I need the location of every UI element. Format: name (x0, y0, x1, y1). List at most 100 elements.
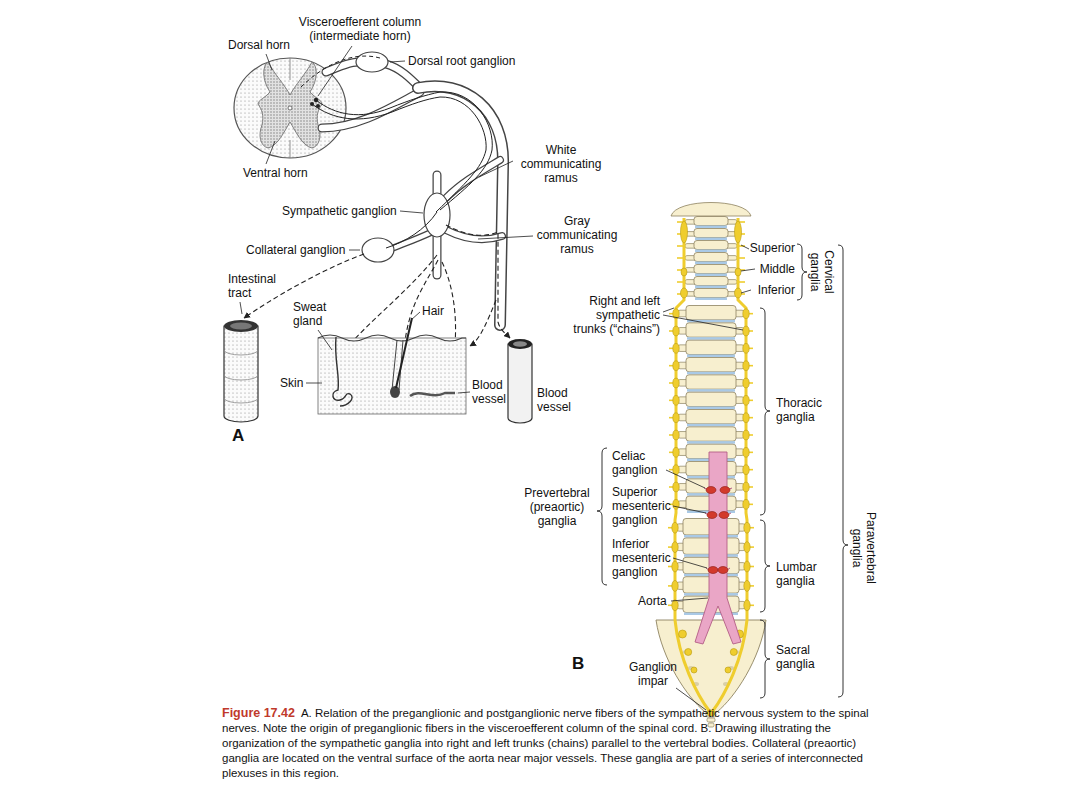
paravertebral-ganglion (743, 413, 749, 423)
structure-label: Blood vessel (472, 378, 517, 406)
structure-label: Visceroefferent column (intermediate hor… (290, 15, 430, 43)
structure-label: Right and left sympathetic trunks (“chai… (562, 294, 660, 336)
structure-label: Collateral ganglion (246, 243, 345, 257)
structure-label: Sympathetic ganglion (282, 204, 397, 218)
skull-base (671, 203, 751, 217)
ganglia (356, 52, 450, 262)
structure-label: Ganglion impar (622, 660, 684, 688)
paravertebral-ganglion (673, 361, 679, 371)
intervertebral-disc (687, 424, 735, 427)
structure-label: Celiac ganglion (612, 449, 672, 477)
structure-label: White communicating ramus (516, 143, 606, 185)
group-label: Sacral ganglia (776, 643, 832, 671)
structure-label: Intestinal tract (228, 272, 290, 300)
vertebral-body (686, 358, 736, 372)
structure-label: Dorsal horn (228, 38, 290, 52)
structure-label: Gray communicating ramus (532, 214, 622, 256)
structure-label: Inferior mesenteric ganglion (612, 537, 674, 579)
paravertebral-ganglion (744, 522, 750, 533)
cervical-ganglion (735, 221, 742, 243)
paravertebral-ganglion (743, 326, 749, 336)
paravertebral-ganglion (673, 395, 679, 405)
paravertebral-ganglion (672, 600, 678, 611)
structure-label: Blood vessel (537, 386, 582, 414)
vertebral-body (686, 392, 736, 406)
intervertebral-disc (687, 355, 735, 358)
paravertebral-ganglion (743, 430, 749, 440)
structure-label: Hair (422, 304, 444, 318)
leader-lines (240, 46, 533, 393)
intestine-cylinder (224, 320, 258, 422)
paravertebral-ganglion (743, 395, 749, 405)
vertebral-body (686, 340, 736, 354)
structure-label: Aorta (638, 594, 667, 608)
vertebral-body (694, 241, 728, 250)
paravertebral-ganglion (743, 361, 749, 371)
paravertebral-ganglion (672, 522, 678, 533)
paravertebral-ganglion (673, 413, 679, 423)
structure-label: Superior mesenteric ganglion (612, 485, 674, 527)
blood-vessel-cylinder (508, 339, 532, 423)
intervertebral-disc (687, 337, 735, 340)
vertebral-body (694, 229, 728, 238)
structure-label: Ventral horn (243, 166, 308, 180)
vertebral-body (694, 253, 728, 262)
vertebral-body (686, 410, 736, 424)
prevertebral-ganglion (718, 567, 728, 574)
vertebral-body (694, 277, 728, 286)
paravertebral-ganglion (673, 430, 679, 440)
paravertebral-ganglion (744, 561, 750, 572)
intervertebral-disc (695, 286, 727, 289)
paravertebral-ganglion (673, 378, 679, 388)
vertebral-body (686, 375, 736, 389)
intervertebral-disc (687, 389, 735, 392)
sacral-ganglion (725, 667, 731, 673)
caption-text: A. Relation of the preganglionic and pos… (222, 707, 869, 779)
vertebral-body (686, 306, 736, 320)
group-label: Paravertebral ganglia (850, 507, 878, 589)
intervertebral-disc (695, 250, 727, 253)
intervertebral-disc (687, 372, 735, 375)
group-label: Prevertebral (preaortic) ganglia (520, 486, 594, 528)
paravertebral-ganglion (673, 447, 679, 457)
prevertebral-ganglion (708, 567, 718, 574)
group-label: Cervical ganglia (808, 246, 836, 298)
paravertebral-ganglion (743, 343, 749, 353)
leader-lines (663, 245, 755, 710)
cervical-ganglion (735, 268, 741, 276)
vertebral-body (686, 323, 736, 337)
panel-letter: B (572, 654, 584, 674)
paravertebral-ganglion (673, 343, 679, 353)
intervertebral-disc (695, 238, 727, 241)
paravertebral-ganglion (744, 580, 750, 591)
paravertebral-ganglion (672, 580, 678, 591)
figure-number: Figure 17.42 (222, 706, 295, 720)
nerve-trunks (322, 62, 503, 325)
figure-caption-block: Figure 17.42A. Relation of the pregangli… (222, 706, 890, 781)
prevertebral-ganglion (719, 512, 729, 519)
paravertebral-ganglion (743, 309, 749, 319)
paravertebral-ganglion (743, 465, 749, 475)
prevertebral-ganglion (706, 487, 716, 494)
vertebral-body (694, 217, 728, 226)
paravertebral-ganglion (672, 542, 678, 553)
paravertebral-ganglion (743, 378, 749, 388)
paravertebral-ganglion (673, 326, 679, 336)
intervertebral-disc (695, 262, 727, 265)
intervertebral-disc (687, 407, 735, 410)
cervical-ganglion (681, 268, 687, 276)
paravertebral-ganglion (672, 561, 678, 572)
paravertebral-ganglion (673, 499, 679, 509)
paravertebral-ganglion (673, 465, 679, 475)
vertebral-body (694, 289, 728, 298)
structure-label: Sweat gland (293, 300, 341, 328)
intervertebral-disc (687, 441, 735, 444)
sacral-ganglion (678, 630, 686, 638)
sacral-ganglion (685, 649, 692, 656)
paravertebral-ganglion (744, 542, 750, 553)
prevertebral-ganglion (707, 512, 717, 519)
paravertebral-ganglion (743, 447, 749, 457)
structure-label: Skin (280, 376, 303, 390)
